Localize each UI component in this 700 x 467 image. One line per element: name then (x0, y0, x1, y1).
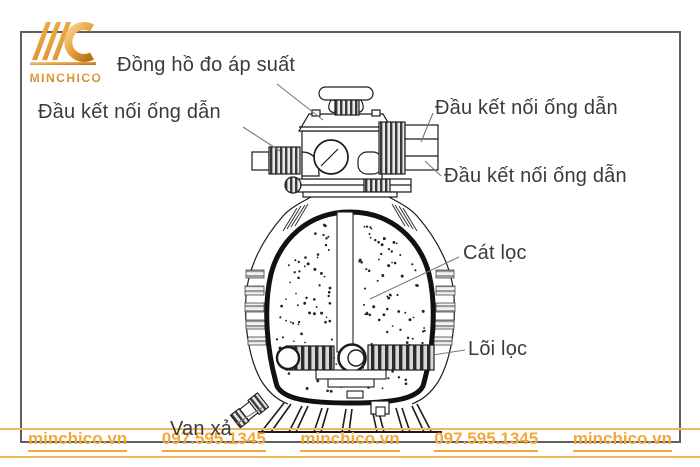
watermark-row: minchico.vn 097.595.1345 minchico.vn 097… (0, 429, 700, 452)
watermark-item: minchico.vn (572, 429, 672, 452)
watermark-line-top (0, 428, 700, 430)
label-filter-core: Lõi lọc (468, 338, 528, 360)
label-pipe-connector-right-bottom: Đầu kết nối ống dẫn (444, 165, 627, 187)
brand-name: MINCHICO (26, 71, 106, 85)
label-filter-sand: Cát lọc (463, 242, 527, 264)
filter-laterals (275, 343, 435, 399)
leader-lines (235, 83, 466, 425)
watermark-item: 097.595.1345 (434, 429, 539, 452)
tank-side-ribs (244, 269, 456, 346)
label-pipe-connector-right-top: Đầu kết nối ống dẫn (435, 97, 618, 119)
label-pipe-connector-left: Đầu kết nối ống dẫn (38, 101, 221, 123)
watermark-item: minchico.vn (300, 429, 400, 452)
watermark-item: minchico.vn (28, 429, 128, 452)
multiport-valve (251, 86, 439, 198)
label-drain-valve: Van xả (170, 418, 232, 440)
label-pressure-gauge: Đồng hồ đo áp suất (117, 54, 296, 76)
tank-outer-shell (245, 196, 455, 405)
watermark-item: 097.595.1345 (161, 429, 266, 452)
center-standpipe (336, 211, 354, 353)
shoulder-hatch (282, 203, 418, 232)
drain-valve-drawing (229, 392, 270, 429)
watermark-line-bottom (0, 456, 700, 458)
minchico-logo-icon (30, 22, 96, 65)
diagram-frame (20, 31, 681, 443)
minchico-logo: MINCHICO (26, 16, 106, 85)
